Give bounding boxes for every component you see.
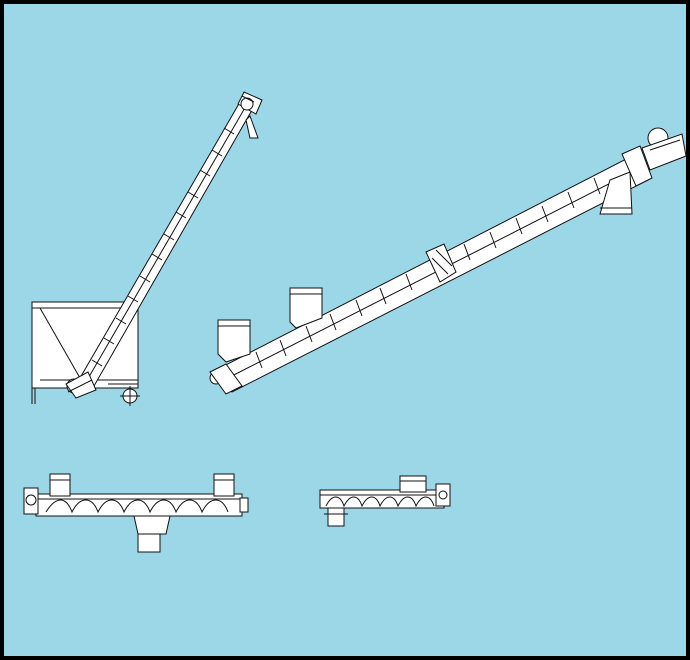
screw-flight [325, 496, 435, 508]
trough [35, 493, 243, 517]
screw-flight [255, 177, 601, 369]
drive-motor [435, 483, 451, 507]
trough [319, 489, 445, 509]
screw-flight [45, 499, 229, 514]
drive-motor [621, 127, 687, 187]
drive-motor [65, 371, 97, 399]
horizontal-screw-conveyor-center-discharge [23, 473, 249, 553]
tail-bearing [209, 363, 243, 395]
drive-motor [23, 487, 39, 515]
discharge-chute [599, 171, 633, 215]
horizontal-screw-conveyor-short [319, 475, 451, 527]
intermediate-bearing [425, 243, 457, 283]
inlet-1 [49, 473, 71, 497]
discharge [324, 507, 348, 527]
inlet-hopper-1 [217, 319, 251, 363]
center-discharge [133, 515, 171, 553]
discharge-head [237, 91, 263, 139]
inclined-screw-conveyor-multi-inlet [209, 127, 687, 395]
inlet-hopper-2 [289, 287, 323, 329]
end-bearing [239, 497, 249, 513]
inlet-2 [213, 473, 235, 497]
inclined-screw-conveyor-with-hopper [31, 91, 263, 406]
inlet [399, 475, 427, 493]
